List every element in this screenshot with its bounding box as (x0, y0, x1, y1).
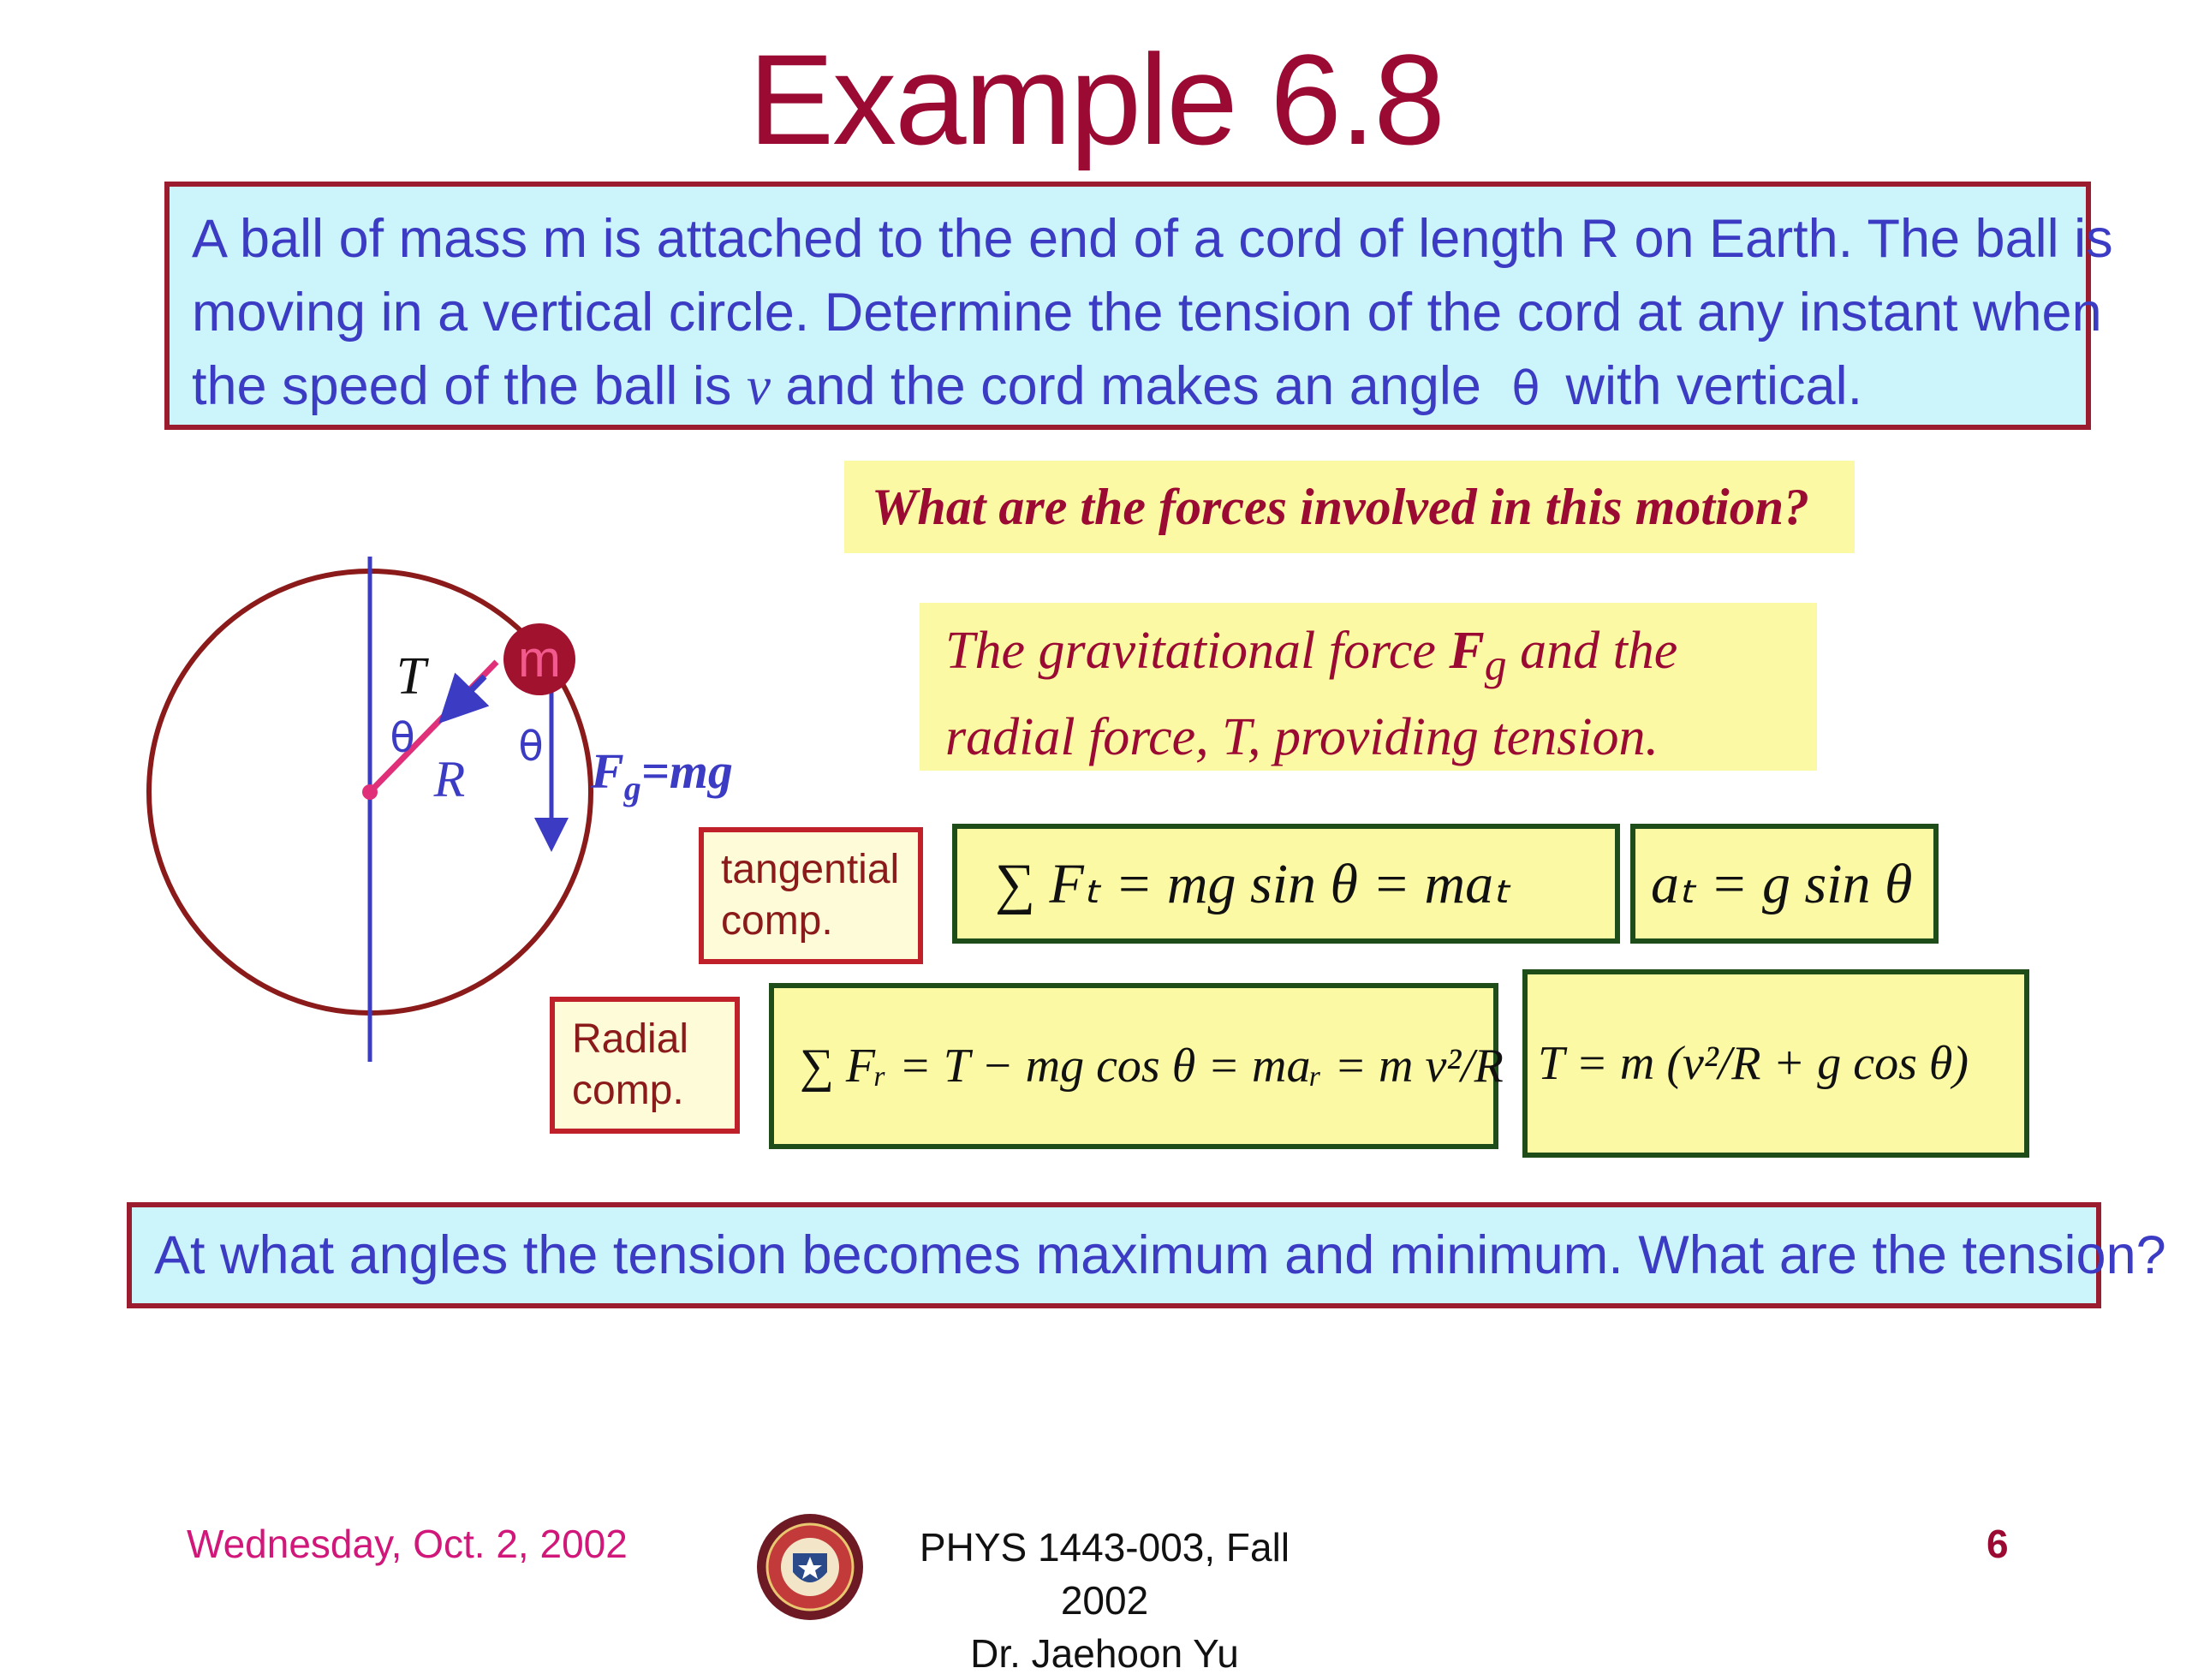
problem-statement: A ball of mass m is attached to the end … (164, 182, 2113, 430)
answer-force-symbol: F (1449, 622, 1485, 680)
forces-answer: The gravitational force Fg and the radia… (920, 603, 1817, 771)
footer-course-title: PHYS 1443-003, Fall 2002 (919, 1525, 1290, 1623)
answer-force-subscript: g (1484, 640, 1507, 690)
tangential-force-equation: ∑ Fₜ = mg sin θ = maₜ (952, 824, 1620, 944)
problem-line-3-end: with vertical. (1565, 356, 1863, 416)
tangential-component-label: tangential comp. (699, 827, 923, 964)
tension-result-text: T = m (v²/R + g cos θ) (1538, 1037, 1969, 1090)
theta-icon: θ (518, 723, 543, 771)
tangential-acceleration-text: aₜ = g sin θ (1651, 853, 1913, 915)
radius-label: R (433, 751, 466, 807)
mass-label: m (518, 630, 561, 688)
tangential-acceleration-equation: aₜ = g sin θ (1630, 824, 1939, 944)
tangential-label-line-1: tangential (721, 847, 900, 892)
page-number: 6 (1986, 1522, 2009, 1566)
answer-text-d: and the (1506, 622, 1678, 680)
speed-variable: v (746, 356, 771, 416)
slide-title: Example 6.8 (748, 27, 1445, 171)
answer-line-2: radial force, T, providing tension. (945, 708, 1659, 767)
radial-label-line-1: Radial (572, 1016, 689, 1062)
university-seal-icon (757, 1514, 863, 1620)
tension-label: T (396, 647, 430, 706)
problem-line-3: the speed of the ball is v and the cord … (192, 349, 2064, 426)
answer-text-a: The gravitational force (945, 622, 1450, 680)
max-min-tension-question: At what angles the tension becomes maxim… (127, 1202, 2166, 1308)
forces-question: What are the forces involved in this mot… (844, 461, 1855, 553)
tangential-equation-text: ∑ Fₜ = mg sin θ = maₜ (995, 853, 1510, 915)
radial-equation-text: ∑ Fᵣ = T − mg cos θ = maᵣ = m v²/R (800, 1040, 1504, 1093)
circular-motion-diagram: m T θ θ R Fg=mg (146, 557, 733, 1062)
radial-force-equation: ∑ Fᵣ = T − mg cos θ = maᵣ = m v²/R (769, 983, 1504, 1149)
theta-icon: θ (390, 714, 414, 762)
footer-instructor: Dr. Jaehoon Yu (970, 1631, 1239, 1676)
problem-line-1: A ball of mass m is attached to the end … (192, 209, 2113, 269)
footer-course-info: PHYS 1443-003, Fall 2002 Dr. Jaehoon Yu (890, 1521, 1319, 1680)
radial-label-line-2: comp. (572, 1068, 684, 1113)
problem-line-3-mid: and the cord makes an angle (770, 356, 1497, 416)
radial-component-label: Radial comp. (550, 997, 740, 1134)
gravity-label: Fg=mg (590, 743, 733, 807)
mass-ball (503, 623, 575, 695)
theta-icon: θ (1511, 361, 1540, 415)
center-point (362, 784, 378, 800)
footer-date: Wednesday, Oct. 2, 2002 (187, 1522, 628, 1566)
tension-result-equation: T = m (v²/R + g cos θ) (1522, 969, 2029, 1158)
answer-line-1: The gravitational force Fg and the (945, 615, 1791, 701)
problem-line-3-start: the speed of the ball is (192, 356, 747, 416)
tension-arrow (438, 672, 490, 724)
problem-line-2: moving in a vertical circle. Determine t… (192, 283, 2102, 343)
tangential-label-line-2: comp. (721, 898, 833, 944)
